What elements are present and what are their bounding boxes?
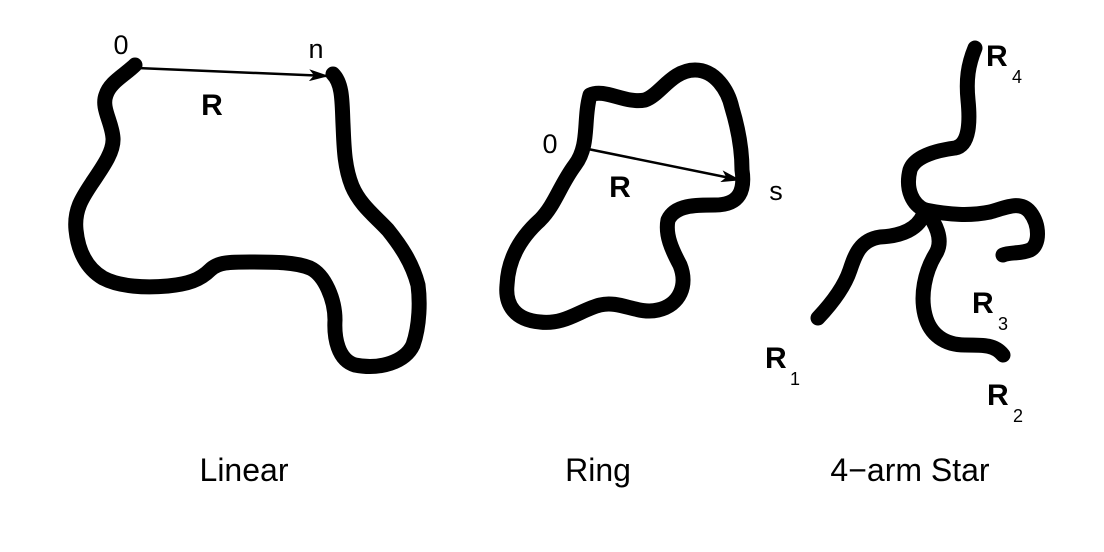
ring-caption: Ring (565, 452, 631, 488)
star-arm-2 (923, 210, 1003, 355)
star-arm-1 (818, 210, 925, 318)
linear-chain-path (76, 65, 419, 366)
ring-vector-label: R (609, 171, 631, 204)
star-arm-2-label: R (987, 379, 1009, 412)
star-arm-3-label: R (972, 287, 994, 320)
star-caption: 4−arm Star (830, 452, 990, 488)
star-arm-4-subscript: 4 (1012, 67, 1022, 87)
ring-end-label: s (769, 176, 783, 206)
star-arm-1-label: R (765, 342, 787, 375)
linear-vector-label: R (201, 89, 223, 122)
linear-start-label: 0 (113, 30, 128, 60)
star-arm-1-subscript: 1 (790, 369, 800, 389)
star-arm-2-subscript: 2 (1013, 406, 1023, 426)
star-arm-4 (908, 48, 975, 210)
ring-start-label: 0 (542, 129, 557, 159)
star-group: R 1 R 2 R 3 R 4 4−arm Star (765, 40, 1038, 488)
star-arm-3-subscript: 3 (998, 314, 1008, 334)
linear-end-to-end-vector (137, 68, 328, 76)
star-arm-4-label: R (986, 40, 1008, 73)
ring-end-to-end-vector (583, 148, 740, 180)
ring-group: 0 s R Ring (507, 70, 783, 488)
linear-chain-group: 0 n R Linear (76, 30, 419, 488)
linear-caption: Linear (200, 452, 289, 488)
linear-end-label: n (308, 34, 323, 64)
